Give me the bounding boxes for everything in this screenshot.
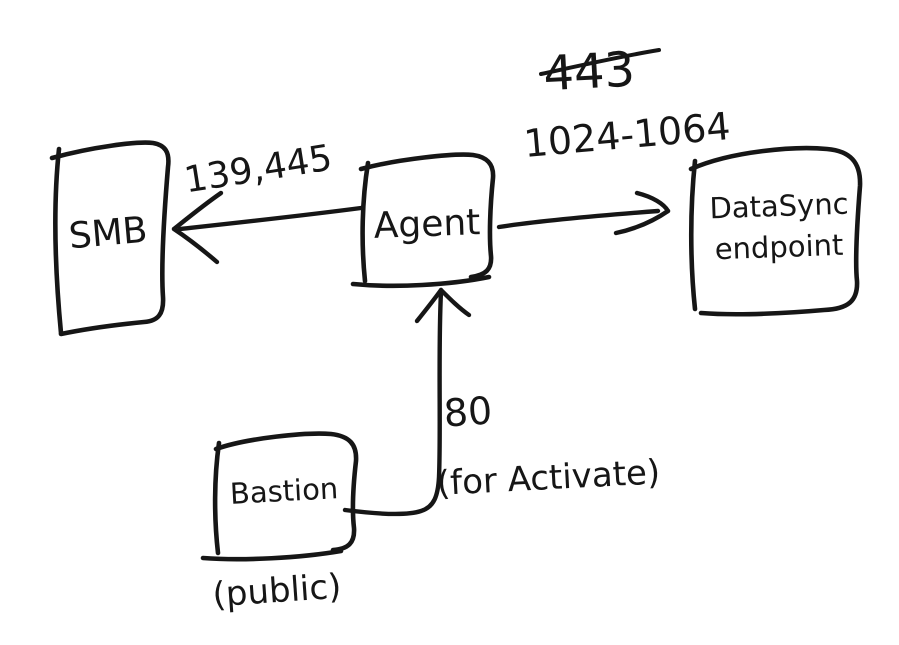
datasync-box-outline [688,158,698,312]
arrowhead-up-icon [414,287,444,324]
strikethrough-mark [539,48,661,76]
agent-node: Agent [350,152,496,289]
bastion-box-outline [213,431,359,553]
arrow-agent-to-datasync-shaft [496,208,661,230]
arrow-agent-to-smb: 139,445 [171,138,364,265]
agent-box-outline [358,152,496,280]
arrowhead-left-icon [171,226,220,265]
arrowhead-up-icon [438,287,472,318]
datasync-box-outline [688,145,863,317]
ports-label-80: 80 [442,388,493,435]
arrow-bastion-to-agent: 80 (for Activate) [342,287,661,517]
smb-box-outline [49,140,171,337]
note-for-activate: (for Activate) [436,452,661,504]
arrow-agent-to-datasync: 443 1024-1064 [496,42,732,236]
arrowhead-right-icon [634,190,671,214]
agent-box-outline [350,274,492,289]
smb-label: SMB [67,210,149,258]
smb-node: SMB [49,140,171,337]
arrowhead-right-icon [613,208,671,236]
agent-box-outline [360,160,371,284]
agent-label: Agent [373,202,481,247]
bastion-box-outline [212,440,222,556]
arrowhead-left-icon [171,190,224,232]
datasync-label-line2: endpoint [714,228,844,266]
ports-label-139-445: 139,445 [182,138,335,202]
bastion-public-caption: (public) [211,567,342,616]
datasync-node: DataSync endpoint [688,145,863,317]
bastion-label: Bastion [229,471,339,511]
arrow-bastion-to-agent-shaft [342,289,444,517]
ports-label-1024-1064: 1024-1064 [522,104,732,166]
arrow-agent-to-smb-shaft [177,205,364,232]
smb-box-outline [53,146,64,336]
bastion-node: Bastion (public) [200,431,359,616]
bastion-box-outline [200,548,344,562]
datasync-label-line1: DataSync [709,187,849,226]
